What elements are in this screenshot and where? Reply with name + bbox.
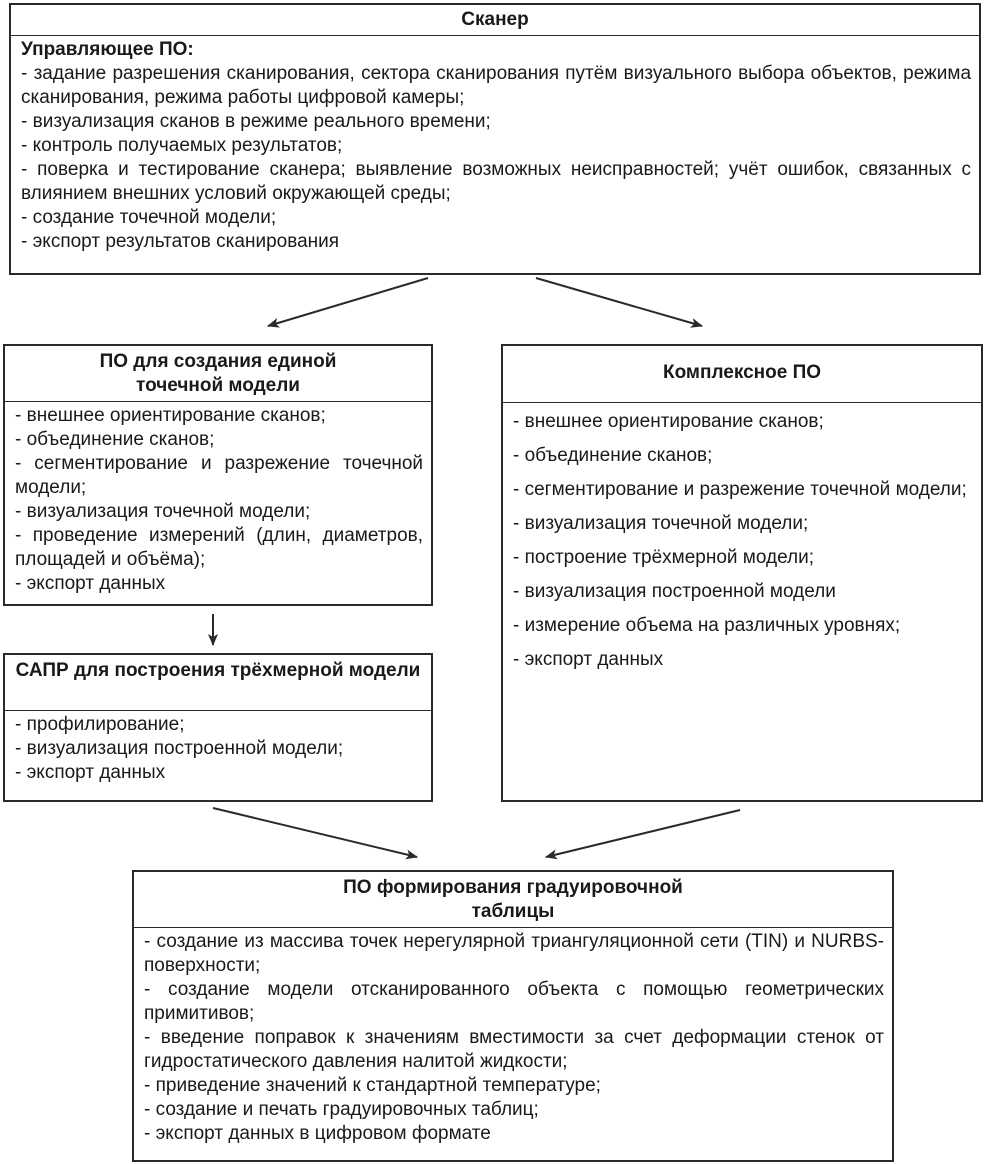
complex-title: Комплексное ПО (503, 346, 981, 403)
list-item: создание и печать градуировочных таблиц; (144, 1098, 884, 1122)
cad-box: САПР для построения трёхмерной модели пр… (3, 653, 433, 802)
list-item: сегментирование и разрежение точечной мо… (513, 473, 973, 507)
list-item: создание из массива точек нерегулярной т… (144, 930, 884, 978)
calibration-title: ПО формирования градуировочной таблицы (134, 872, 892, 928)
cad-title: САПР для построения трёхмерной модели (5, 655, 431, 711)
scanner-body: Управляющее ПО: задание разрешения скани… (11, 36, 979, 258)
list-item: поверка и тестирование сканера; выявлени… (21, 158, 971, 206)
list-item: сегментирование и разрежение точечной мо… (15, 452, 423, 500)
list-item: визуализация построенной модели (513, 575, 973, 609)
complex-items: внешнее ориентирование сканов;объединени… (513, 405, 973, 677)
cad-items: профилирование;визуализация построенной … (15, 713, 423, 785)
list-item: проведение измерений (длин, диаметров, п… (15, 524, 423, 572)
complex-box: Комплексное ПО внешнее ориентирование ск… (501, 344, 983, 802)
list-item: экспорт данных (15, 572, 423, 596)
arrow-scanner-to-point-model (267, 277, 429, 328)
arrow-complex-to-calibration (545, 809, 741, 860)
point-model-box: ПО для создания единой точечной модели в… (3, 344, 433, 606)
arrow-scanner-to-complex (535, 277, 703, 328)
list-item: экспорт данных (15, 761, 423, 785)
list-item: введение поправок к значениям вместимост… (144, 1026, 884, 1074)
list-item: внешнее ориентирование сканов; (15, 404, 423, 428)
list-item: построение трёхмерной модели; (513, 541, 973, 575)
list-item: визуализация точечной модели; (513, 507, 973, 541)
list-item: внешнее ориентирование сканов; (513, 405, 973, 439)
list-item: объединение сканов; (15, 428, 423, 452)
list-item: объединение сканов; (513, 439, 973, 473)
list-item: приведение значений к стандартной темпер… (144, 1074, 884, 1098)
arrow-cad-to-calibration (212, 807, 418, 860)
calibration-box: ПО формирования градуировочной таблицы с… (132, 870, 894, 1162)
list-item: экспорт результатов сканирования (21, 230, 971, 254)
list-item: визуализация сканов в режиме реального в… (21, 110, 971, 134)
point-model-body: внешнее ориентирование сканов;объединени… (5, 402, 431, 600)
scanner-items: задание разрешения сканирования, сектора… (21, 62, 971, 254)
list-item: создание точечной модели; (21, 206, 971, 230)
scanner-box: Сканер Управляющее ПО: задание разрешени… (9, 3, 981, 275)
list-item: создание модели отсканированного объекта… (144, 978, 884, 1026)
calibration-items: создание из массива точек нерегулярной т… (144, 930, 884, 1146)
point-model-items: внешнее ориентирование сканов;объединени… (15, 404, 423, 596)
list-item: задание разрешения сканирования, сектора… (21, 62, 971, 110)
point-model-title: ПО для создания единой точечной модели (5, 346, 431, 402)
complex-body: внешнее ориентирование сканов;объединени… (503, 403, 981, 681)
cad-body: профилирование;визуализация построенной … (5, 711, 431, 789)
calibration-body: создание из массива точек нерегулярной т… (134, 928, 892, 1150)
list-item: экспорт данных в цифровом формате (144, 1122, 884, 1146)
list-item: визуализация точечной модели; (15, 500, 423, 524)
list-item: профилирование; (15, 713, 423, 737)
list-item: контроль получаемых результатов; (21, 134, 971, 158)
list-item: измерение объема на различных уровнях; (513, 609, 973, 643)
list-item: визуализация построенной модели; (15, 737, 423, 761)
scanner-title: Сканер (11, 5, 979, 36)
list-item: экспорт данных (513, 643, 973, 677)
scanner-subheading: Управляющее ПО: (21, 39, 194, 60)
